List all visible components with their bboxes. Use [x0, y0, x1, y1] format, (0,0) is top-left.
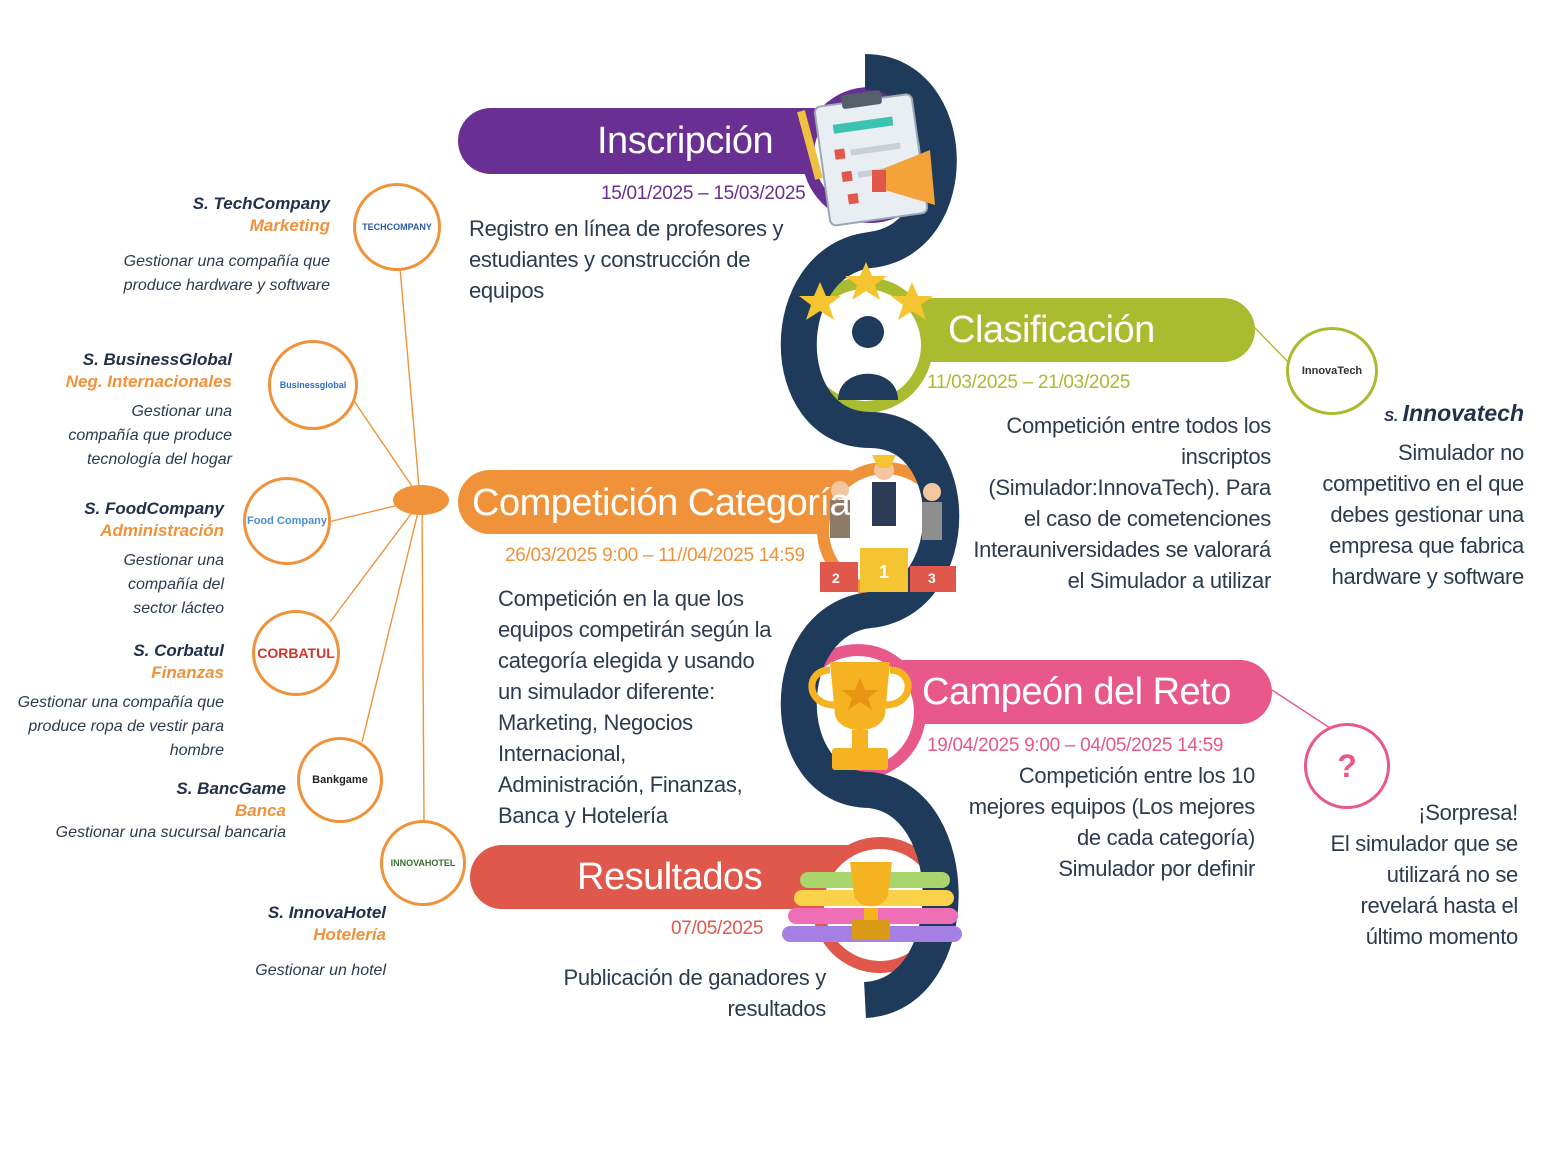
businessglobal-logo: Businessglobal [268, 340, 358, 430]
sim-corbatul: S. Corbatul Finanzas Gestionar una compa… [17, 641, 224, 759]
campeon-title: Campeón del Reto [922, 671, 1231, 713]
person-icon [838, 316, 898, 400]
corbatul-logo: CORBATUL [252, 610, 340, 696]
surprise-circle: ? [1304, 723, 1390, 809]
inscripcion-bar [458, 108, 878, 174]
clipboard-icon [797, 90, 935, 227]
innovahotel-logo: INNOVAHOTEL [380, 820, 466, 906]
clasificacion-title: Clasificación [948, 309, 1155, 351]
categorias-date: 26/03/2025 9:00 – 11//04/2025 14:59 [505, 545, 805, 566]
techcompany-logo: TECHCOMPANY [353, 183, 441, 271]
hub-node [393, 485, 449, 515]
campeon-date: 19/04/2025 9:00 – 04/05/2025 14:59 [927, 735, 1224, 756]
campeon-bar [860, 660, 1272, 724]
ribbons-trophy-icon [782, 862, 962, 942]
resultados-bar [470, 845, 890, 909]
sim-techcompany: S. TechCompany Marketing Gestionar una c… [123, 194, 330, 294]
podium-first: 1 [879, 562, 890, 582]
podium-second: 2 [832, 570, 840, 586]
question-mark-icon: ? [1337, 747, 1357, 784]
sim-foodcompany: S. FoodCompany Administración Gestionar … [84, 499, 224, 617]
stars-icon [799, 262, 933, 320]
sim-bancgame: S. BancGame Banca Gestionar una sucursal… [55, 779, 286, 841]
podium-icon [820, 455, 956, 592]
innovatech-logo: InnovaTech [1286, 327, 1378, 415]
sim-innovahotel: S. InnovaHotel Hotelería Gestionar un ho… [255, 903, 386, 979]
foodcompany-logo: Food Company [243, 477, 331, 565]
podium-third: 3 [928, 570, 936, 586]
clasificacion-date: 11/03/2025 – 21/03/2025 [927, 372, 1131, 393]
bancgame-logo: Bankgame [297, 737, 383, 823]
inscripcion-title: Inscripción [597, 120, 774, 162]
trophy-icon [808, 662, 912, 770]
sim-businessglobal: S. BusinessGlobal Neg. Internacionales G… [65, 350, 232, 468]
resultados-title: Resultados [577, 856, 763, 898]
clasificacion-bar [860, 298, 1255, 362]
resultados-date: 07/05/2025 [671, 918, 764, 939]
categorias-bar [458, 470, 878, 534]
inscripcion-date: 15/01/2025 – 15/03/2025 [601, 183, 806, 204]
categorias-title: Competición Categorías [472, 482, 869, 524]
innovatech-label: S. Innovatech [1383, 400, 1524, 426]
